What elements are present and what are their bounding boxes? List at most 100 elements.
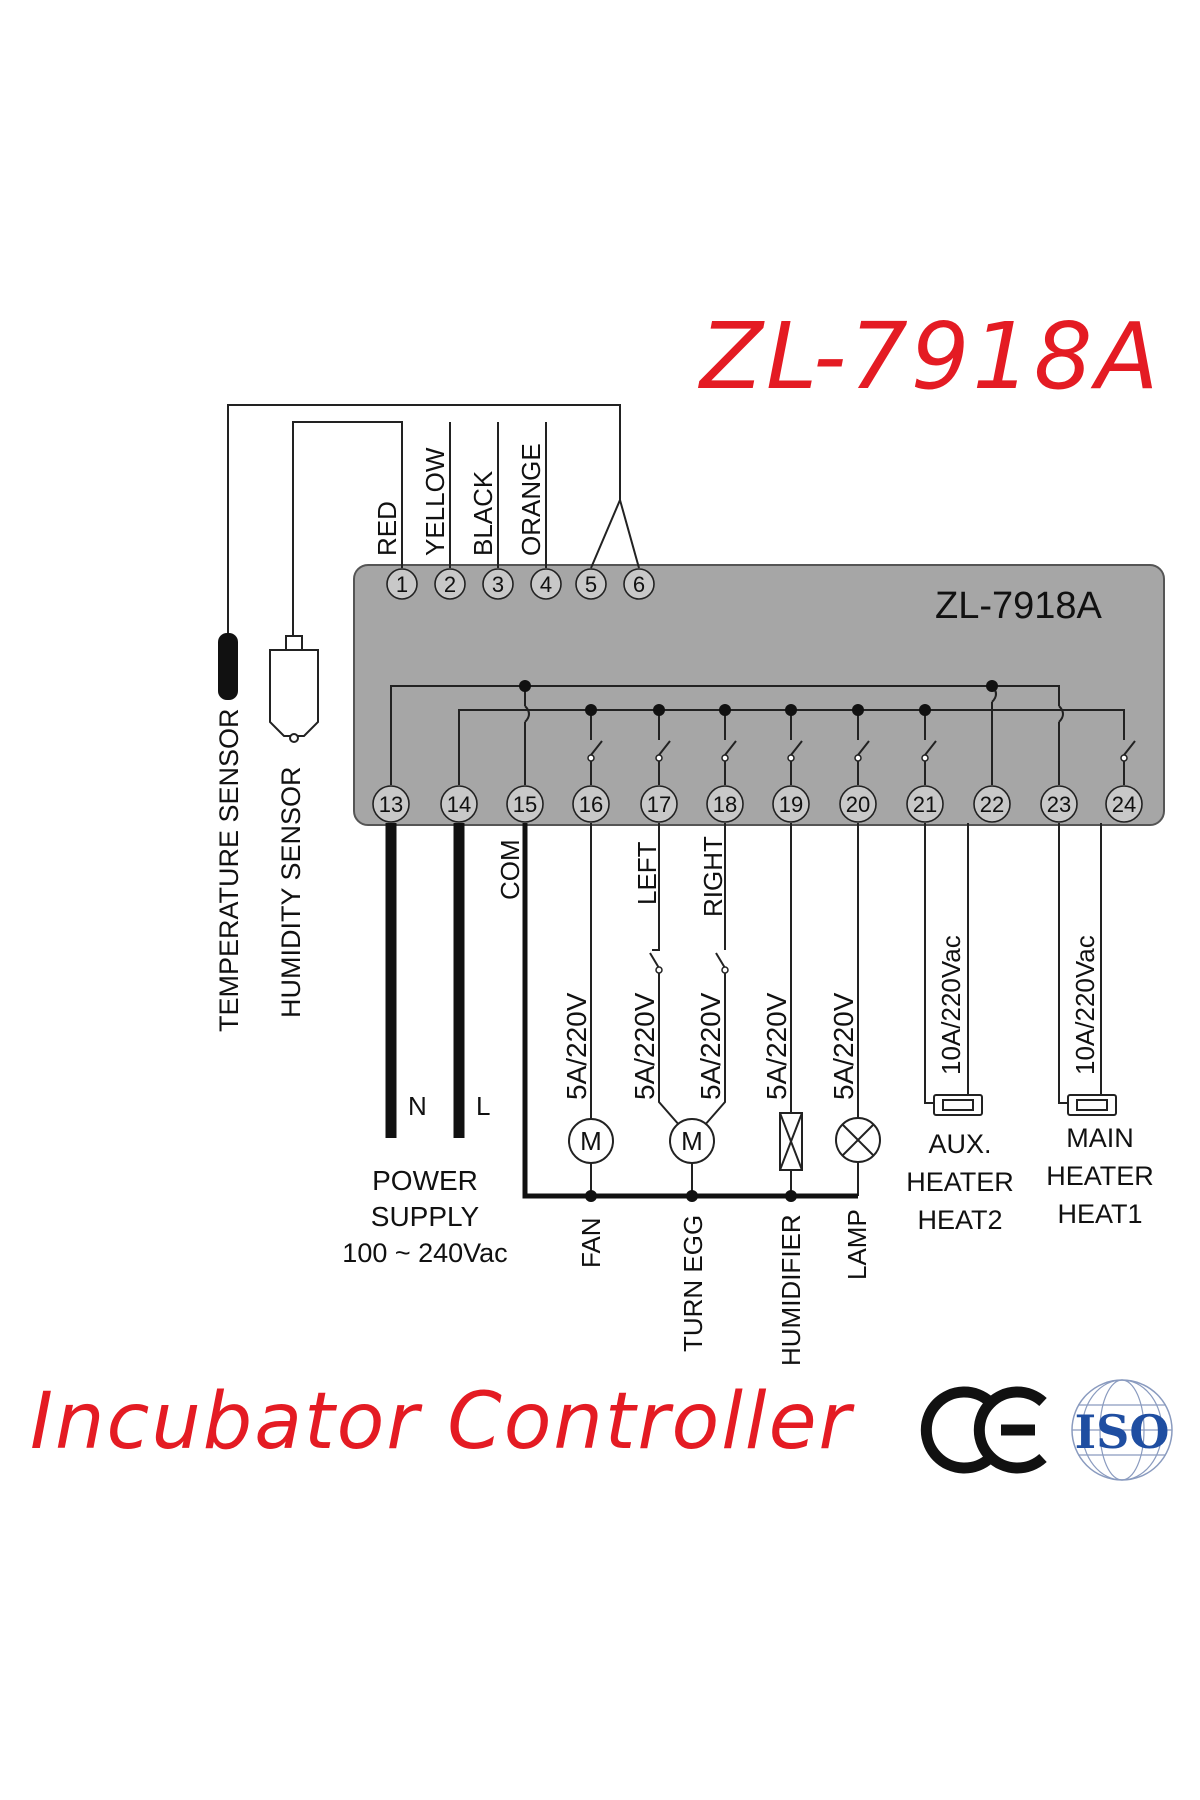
terminal-number: 1 [396,572,408,597]
left-label: LEFT [632,841,662,905]
junction-dots [519,680,998,716]
fan-label: FAN [576,1217,606,1268]
turn-egg-label: TURN EGG [678,1215,708,1352]
wire-label-red: RED [372,501,402,556]
terminal-number: 23 [1047,792,1071,817]
right-label: RIGHT [698,836,728,917]
wire-label-black: BLACK [468,470,498,556]
temperature-sensor-probe [218,633,238,700]
terminal-number: 17 [647,792,671,817]
main-heater-icon [1067,1094,1117,1116]
ratings: 5A/220V 5A/220V 5A/220V 5A/220V 5A/220V … [561,935,1100,1100]
svg-text:100 ~ 240Vac: 100 ~ 240Vac [342,1238,507,1268]
terminal-number: 16 [579,792,603,817]
terminal-number: 3 [492,572,504,597]
aux-heater-label: AUX. HEATER HEAT2 [906,1129,1014,1235]
rating-left: 5A/220V [629,992,660,1100]
terminal-number: 13 [379,792,403,817]
terminal-number: 22 [980,792,1004,817]
terminal-19 [772,785,810,823]
terminal-13 [372,785,410,823]
svg-text:HEATER: HEATER [906,1167,1014,1197]
rating-lamp: 5A/220V [828,992,859,1100]
com-return-wire [522,823,858,1199]
power-wires [385,823,465,1138]
terminal-number: 4 [540,572,552,597]
iso-logo: ISO [1071,1379,1173,1481]
top-terminal-numbers: 1 2 3 4 5 6 [396,572,645,597]
terminal-4 [530,568,562,600]
terminal-6 [623,568,655,600]
terminal-2 [434,568,466,600]
svg-text:POWER: POWER [372,1165,478,1196]
terminal-21 [906,785,944,823]
com-junction-dots [585,1190,797,1202]
iso-text: ISO [1075,1405,1170,1459]
terminal-number: 20 [846,792,870,817]
aux-heater-icon [933,1094,983,1116]
terminal-number: 6 [633,572,645,597]
terminal-number: 21 [913,792,937,817]
terminal-16 [572,785,610,823]
humidifier-label: HUMIDIFIER [776,1214,806,1366]
terminal-23 [1040,785,1078,823]
turn-egg-motor-icon: M [669,1118,715,1164]
rating-fan: 5A/220V [561,992,592,1100]
com-label: COM [495,839,525,900]
footer-title: Incubator Controller [30,1377,856,1467]
terminal-18 [706,785,744,823]
svg-text:HEATER: HEATER [1046,1161,1154,1191]
power-l-label: L [476,1091,490,1121]
wire-label-orange: ORANGE [516,443,546,556]
wire-label-yellow: YELLOW [420,447,450,556]
svg-text:AUX.: AUX. [928,1129,991,1159]
power-n-label: N [408,1091,427,1121]
svg-text:MAIN: MAIN [1066,1123,1134,1153]
svg-text:HEAT2: HEAT2 [917,1205,1002,1235]
controller-panel [353,564,1165,826]
wire-color-labels: RED YELLOW BLACK ORANGE [372,443,546,556]
terminal-number: 24 [1112,792,1136,817]
humidity-sensor [269,635,319,743]
lamp-label: LAMP [842,1209,872,1280]
terminal-24 [1105,785,1143,823]
terminal-15 [506,785,544,823]
ce-logo [920,1386,1047,1474]
terminal-3 [482,568,514,600]
rating-main: 10A/220Vac [1070,935,1100,1075]
rating-aux: 10A/220Vac [936,935,966,1075]
terminal-number: 14 [447,792,471,817]
controller-label: ZL-7918A [935,585,1103,627]
motor-symbol: M [580,1126,602,1156]
sensor-wiring [227,404,640,640]
relay-contact-dots [587,754,1128,762]
terminal-5 [575,568,607,600]
terminal-number: 15 [513,792,537,817]
terminal-1 [386,568,418,600]
bottom-terminal-numbers: 13 14 15 16 17 18 19 20 21 22 23 24 [379,792,1136,817]
motor-symbol: M [681,1126,703,1156]
rating-humidifier: 5A/220V [761,992,792,1100]
terminal-20 [839,785,877,823]
fan-motor-icon: M [568,1118,614,1164]
humidifier-icon [779,1112,803,1171]
rating-right: 5A/220V [695,992,726,1100]
terminal-22 [973,785,1011,823]
terminal-14 [440,785,478,823]
terminal-number: 19 [779,792,803,817]
top-terminals [386,568,655,600]
contact-dots [655,966,729,974]
terminal-number: 2 [444,572,456,597]
main-heater-label: MAIN HEATER HEAT1 [1046,1123,1154,1229]
terminal-number: 5 [585,572,597,597]
temperature-sensor-label: TEMPERATURE SENSOR [214,708,244,1032]
svg-text:HEAT1: HEAT1 [1057,1199,1142,1229]
humidity-sensor-label: HUMIDITY SENSOR [276,766,306,1018]
terminal-17 [640,785,678,823]
model-title: ZL-7918A [697,303,1161,410]
terminal-number: 18 [713,792,737,817]
svg-text:SUPPLY: SUPPLY [371,1201,480,1232]
bottom-terminals [372,785,1143,823]
lamp-icon [835,1117,881,1163]
